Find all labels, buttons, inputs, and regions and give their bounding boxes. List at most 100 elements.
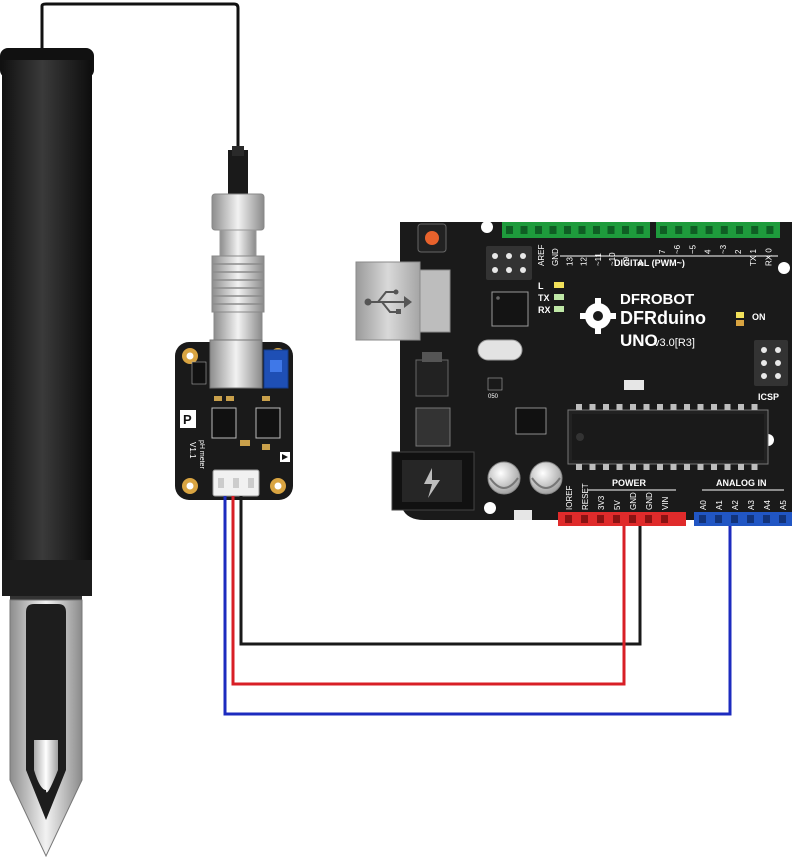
- digital-pin-label: ~11: [594, 252, 603, 266]
- board-name: DFRduino: [620, 308, 706, 328]
- chip-pin: [738, 464, 744, 470]
- power-label: POWER: [612, 478, 647, 488]
- chip-pin: [630, 404, 636, 410]
- header-pin: [564, 226, 571, 234]
- ph-sensor-board: P pH meter V1.1: [175, 339, 293, 500]
- header-pin: [622, 226, 629, 234]
- chip-pin: [630, 464, 636, 470]
- header-pin: [629, 515, 636, 523]
- power-pin-label: GND: [629, 492, 638, 510]
- icsp-label: ICSP: [758, 392, 779, 402]
- mounting-hole: [778, 262, 790, 274]
- ph-probe: [0, 48, 94, 858]
- brand-name: DFROBOT: [620, 291, 694, 308]
- wire-gnd: [239, 496, 642, 646]
- sensor-logo: P: [183, 412, 192, 427]
- analog-header: [694, 512, 792, 526]
- header-pin: [731, 515, 738, 523]
- power-header: [558, 512, 686, 526]
- chip-pin: [576, 404, 582, 410]
- led-label: TX: [538, 293, 550, 303]
- header-pin: [720, 226, 728, 234]
- digital-pin-label: 4: [704, 249, 713, 254]
- sensor-chip: [191, 361, 207, 385]
- analog-in-label: ANALOG IN: [716, 478, 767, 488]
- wire-signal: [223, 496, 732, 716]
- led-label: RX: [538, 305, 551, 315]
- gear-icon: [580, 298, 616, 334]
- probe-glass-bulb: [34, 740, 58, 793]
- digital-pin-label: ~5: [688, 244, 697, 254]
- chip-pin: [751, 464, 758, 470]
- sensor-model-label: pH meter: [198, 440, 205, 469]
- header-pin: [506, 226, 513, 234]
- sensor-chip: [255, 407, 281, 439]
- power-pin-label: GND: [645, 492, 654, 510]
- on-led: [736, 312, 744, 318]
- header-pin: [607, 226, 615, 234]
- analog-pin-label: A4: [763, 500, 772, 510]
- header-pin: [581, 515, 588, 523]
- chip-label: 050: [488, 394, 499, 400]
- header-pin: [715, 515, 722, 523]
- probe-cable: [40, 2, 240, 170]
- header-pin: [636, 226, 644, 234]
- header-pin: [593, 226, 600, 234]
- digital-pin-label: 13: [565, 257, 574, 266]
- board-version: v3.0[R3]: [654, 337, 695, 349]
- header-pin: [736, 226, 743, 234]
- chip-pin: [670, 464, 677, 470]
- wire-5v: [231, 496, 626, 686]
- chip-pin: [684, 464, 690, 470]
- chip-pin: [603, 404, 609, 410]
- header-pin: [779, 515, 786, 523]
- header-pin: [613, 515, 620, 523]
- chip-pin: [751, 404, 758, 410]
- analog-pin-label: A2: [731, 500, 740, 510]
- chip-pin: [657, 404, 663, 410]
- digital-pin-label: 8: [636, 261, 645, 266]
- usb-icon: [364, 289, 412, 314]
- digital-pin-label: ~10: [608, 252, 617, 266]
- digital-pin-label: 7: [658, 249, 667, 254]
- chip-pin: [738, 404, 744, 410]
- digital-pin-label: 12: [580, 257, 589, 266]
- chip-pin: [711, 404, 717, 410]
- header-pin: [565, 515, 572, 523]
- chip-pin: [643, 404, 650, 410]
- chip-pin: [697, 404, 704, 410]
- chip-pin: [589, 404, 596, 410]
- status-led: [554, 306, 564, 312]
- chip-pin: [724, 404, 731, 410]
- chip-pin: [670, 404, 677, 410]
- sensor-version-label: V1.1: [188, 442, 197, 459]
- digital-pin-label: AREF: [537, 245, 546, 266]
- digital-pin-label: 2: [734, 249, 743, 254]
- power-pin-label: 3V3: [597, 495, 606, 510]
- status-led: [554, 294, 564, 300]
- header-pin: [747, 515, 754, 523]
- voltage-regulator: [415, 359, 449, 397]
- led-label: L: [538, 281, 544, 291]
- header-pin: [661, 515, 668, 523]
- chip-pin: [616, 404, 623, 410]
- digital-pin-label: ~3: [719, 244, 728, 254]
- header-pin: [751, 226, 759, 234]
- analog-pin-label: A5: [779, 500, 788, 510]
- crystal-oscillator: [477, 339, 523, 361]
- header-pin: [766, 226, 774, 234]
- power-pin-label: 5V: [613, 500, 622, 510]
- chip-pin: [684, 404, 690, 410]
- chip-pin: [589, 464, 596, 470]
- icsp-header-small: [486, 246, 532, 280]
- chip-pin: [657, 464, 663, 470]
- mounting-hole: [481, 221, 493, 233]
- chip-pin: [643, 464, 650, 470]
- bnc-connector: [211, 146, 265, 343]
- on-label: ON: [752, 312, 766, 322]
- capacitor: [487, 461, 521, 495]
- analog-pin-label: A3: [747, 500, 756, 510]
- analog-pin-label: A0: [699, 500, 708, 510]
